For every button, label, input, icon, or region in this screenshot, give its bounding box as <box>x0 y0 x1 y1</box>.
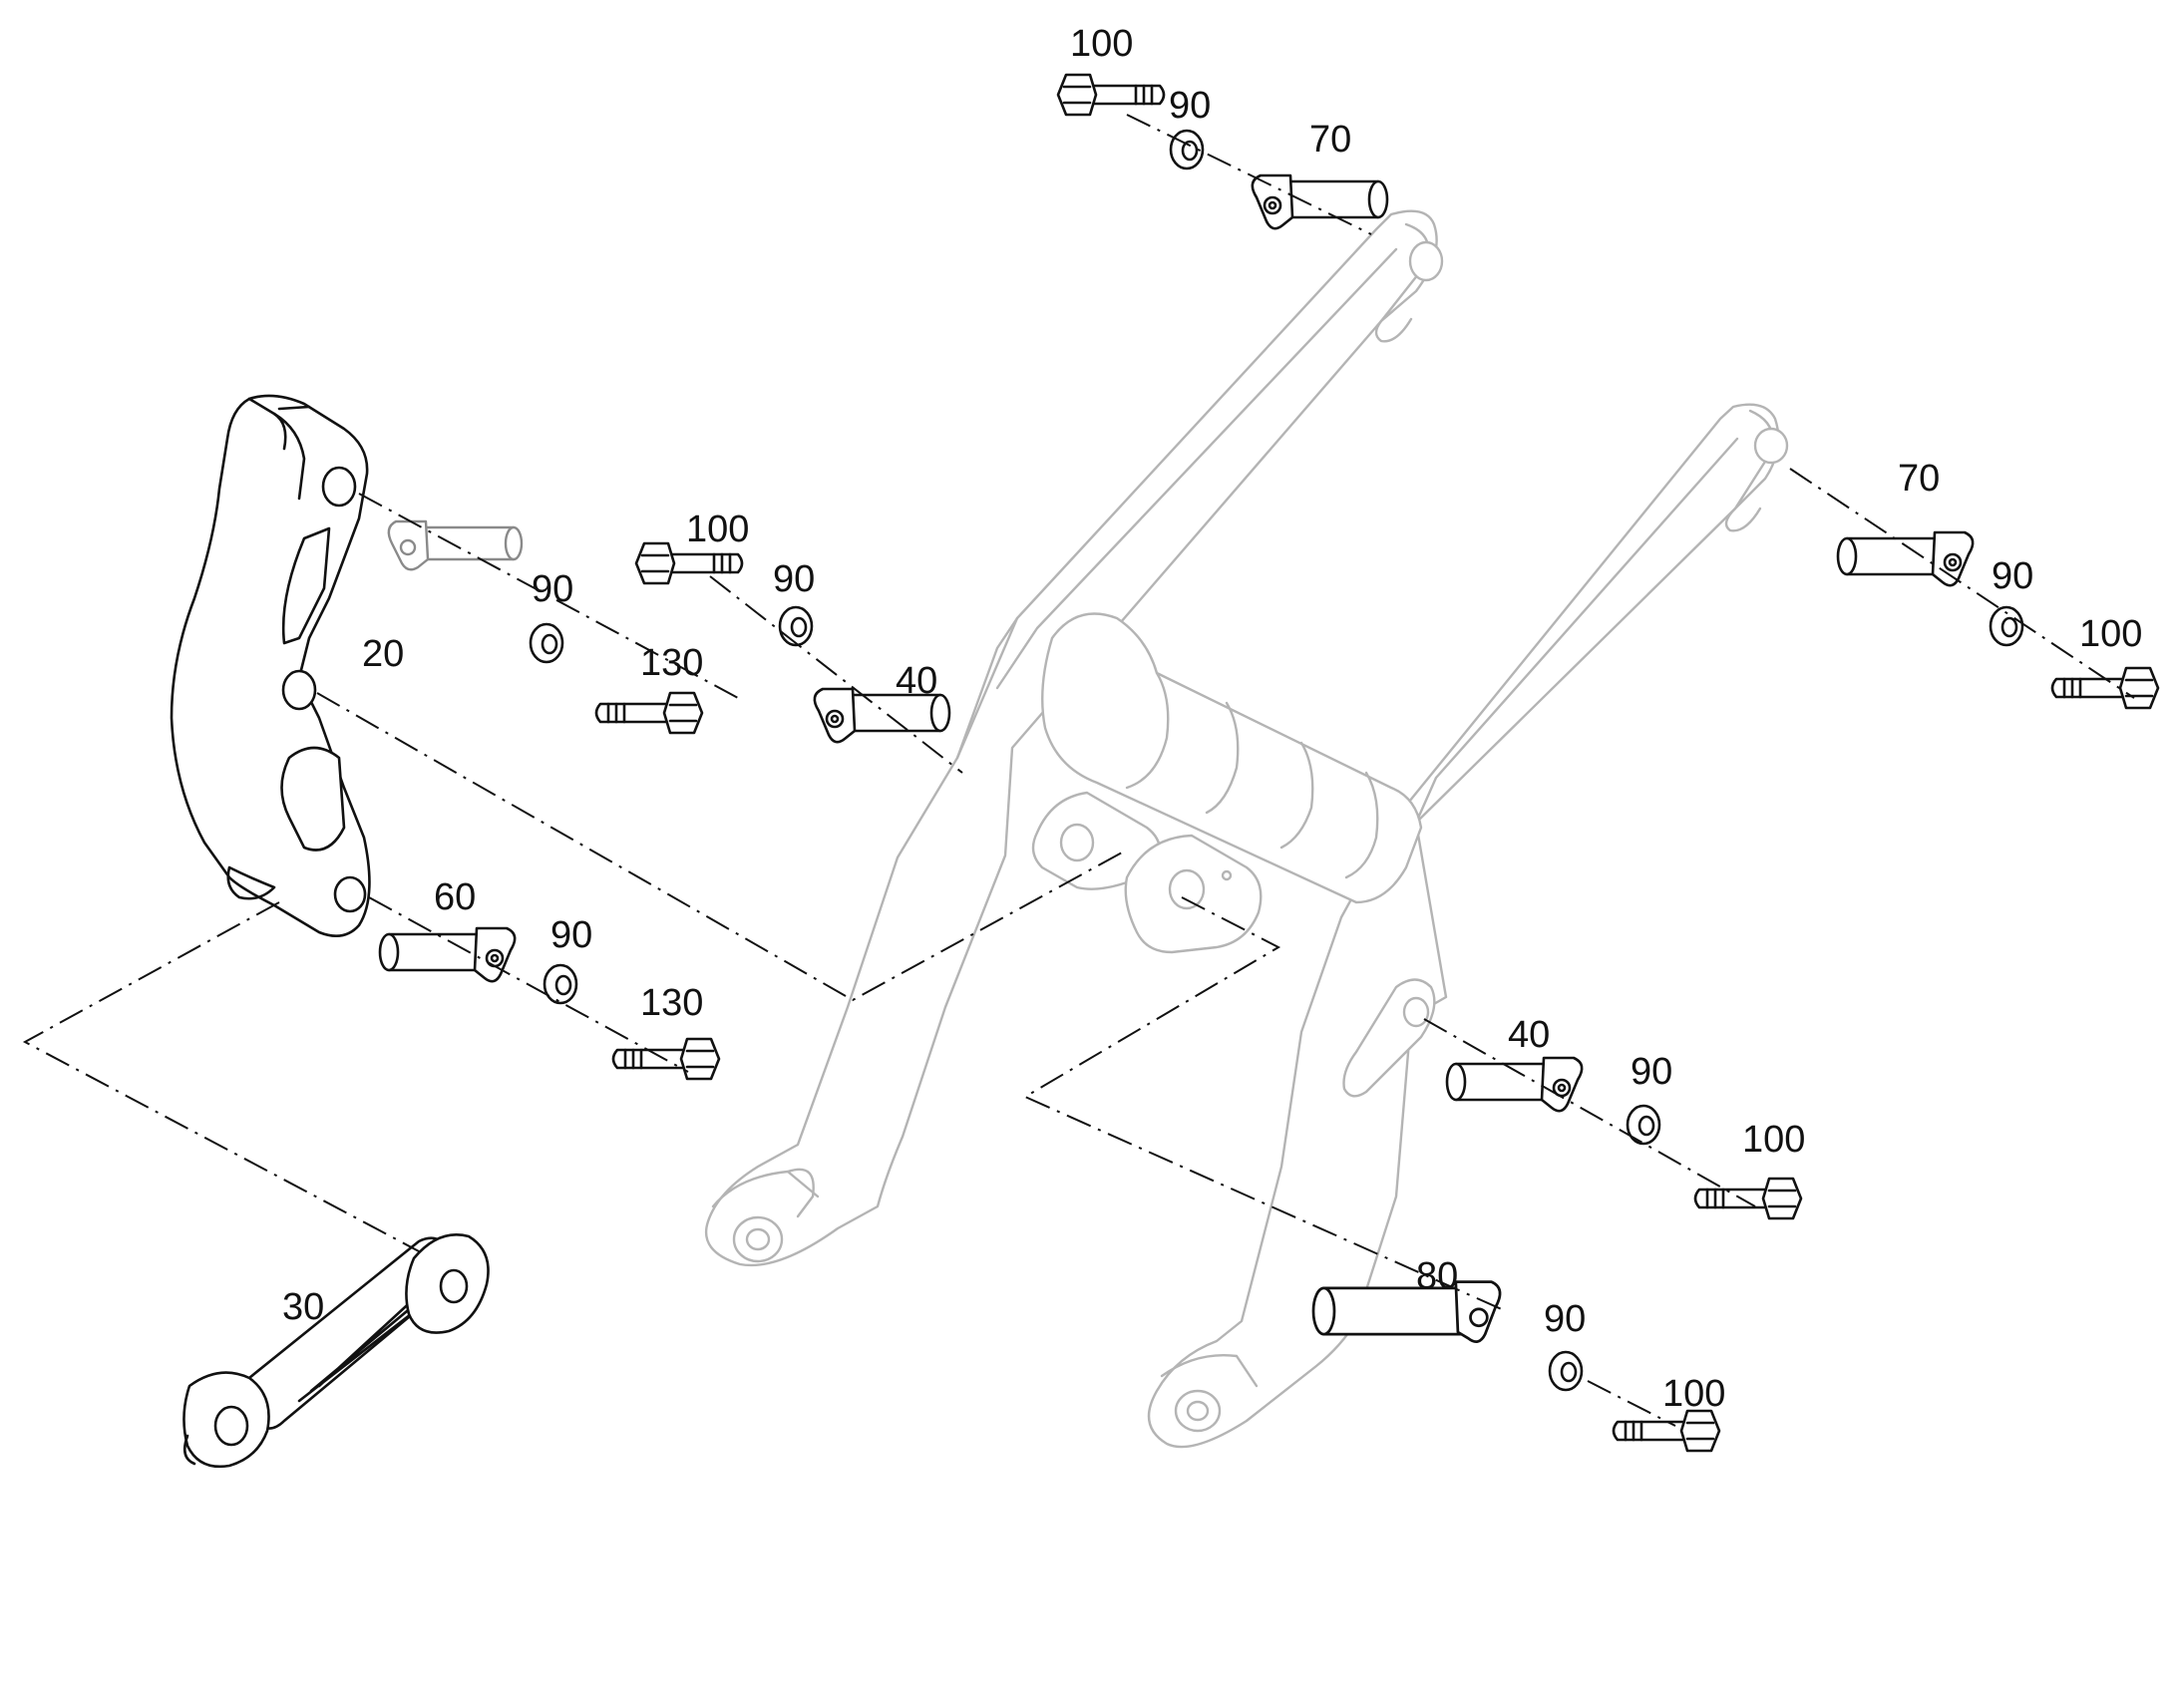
callout-90-mid: 90 <box>773 558 815 600</box>
washer-90-g <box>1548 1350 1584 1392</box>
callout-100-bottom: 100 <box>1662 1373 1725 1415</box>
callout-90-bottom: 90 <box>1544 1298 1586 1340</box>
bolt-100-top <box>1056 73 1166 117</box>
callout-90-right: 90 <box>1992 555 2033 597</box>
callout-80: 80 <box>1416 1255 1458 1297</box>
link-rod-part-30 <box>182 1233 490 1469</box>
callout-130-lower: 130 <box>640 982 703 1024</box>
callout-100-mid: 100 <box>686 509 749 550</box>
callout-70-top: 70 <box>1309 119 1351 161</box>
callout-20: 20 <box>362 633 404 675</box>
callout-30: 30 <box>282 1286 324 1328</box>
bolt-100-d <box>1693 1177 1803 1220</box>
pin-gray-20 <box>387 519 524 571</box>
boom-arm <box>704 209 1789 1449</box>
callout-40-right: 40 <box>1508 1014 1550 1056</box>
callout-60: 60 <box>434 876 476 918</box>
callout-90-top: 90 <box>1169 85 1211 127</box>
washer-90-b <box>529 622 564 664</box>
callout-100-right-mid: 100 <box>1742 1119 1805 1161</box>
assembly-lines <box>22 114 2135 1427</box>
callout-100-right: 100 <box>2079 613 2142 655</box>
pin-60 <box>378 926 517 983</box>
washer-90-c <box>778 605 814 647</box>
hardware <box>378 73 2160 1453</box>
callout-90-lower-left: 90 <box>550 914 592 956</box>
callout-90-right-mid: 90 <box>1631 1051 1672 1093</box>
callout-70-right: 70 <box>1898 458 1940 500</box>
callout-100-top: 100 <box>1070 23 1133 65</box>
bolt-130-a <box>594 691 704 735</box>
callout-90-left: 90 <box>532 568 573 610</box>
callout-130-upper: 130 <box>640 642 703 684</box>
callout-labels: 100 90 70 100 90 40 90 130 20 60 90 130 … <box>282 23 2142 1415</box>
pin-40-b <box>1445 1056 1584 1113</box>
bolt-100-c <box>2050 666 2160 710</box>
callout-40-mid: 40 <box>896 660 937 702</box>
bolt-100-e <box>1612 1409 1721 1453</box>
pin-80 <box>1311 1280 1502 1344</box>
washer-90-d <box>543 963 578 1005</box>
bracket-part-20 <box>170 394 371 937</box>
pin-70-top <box>1251 173 1389 230</box>
